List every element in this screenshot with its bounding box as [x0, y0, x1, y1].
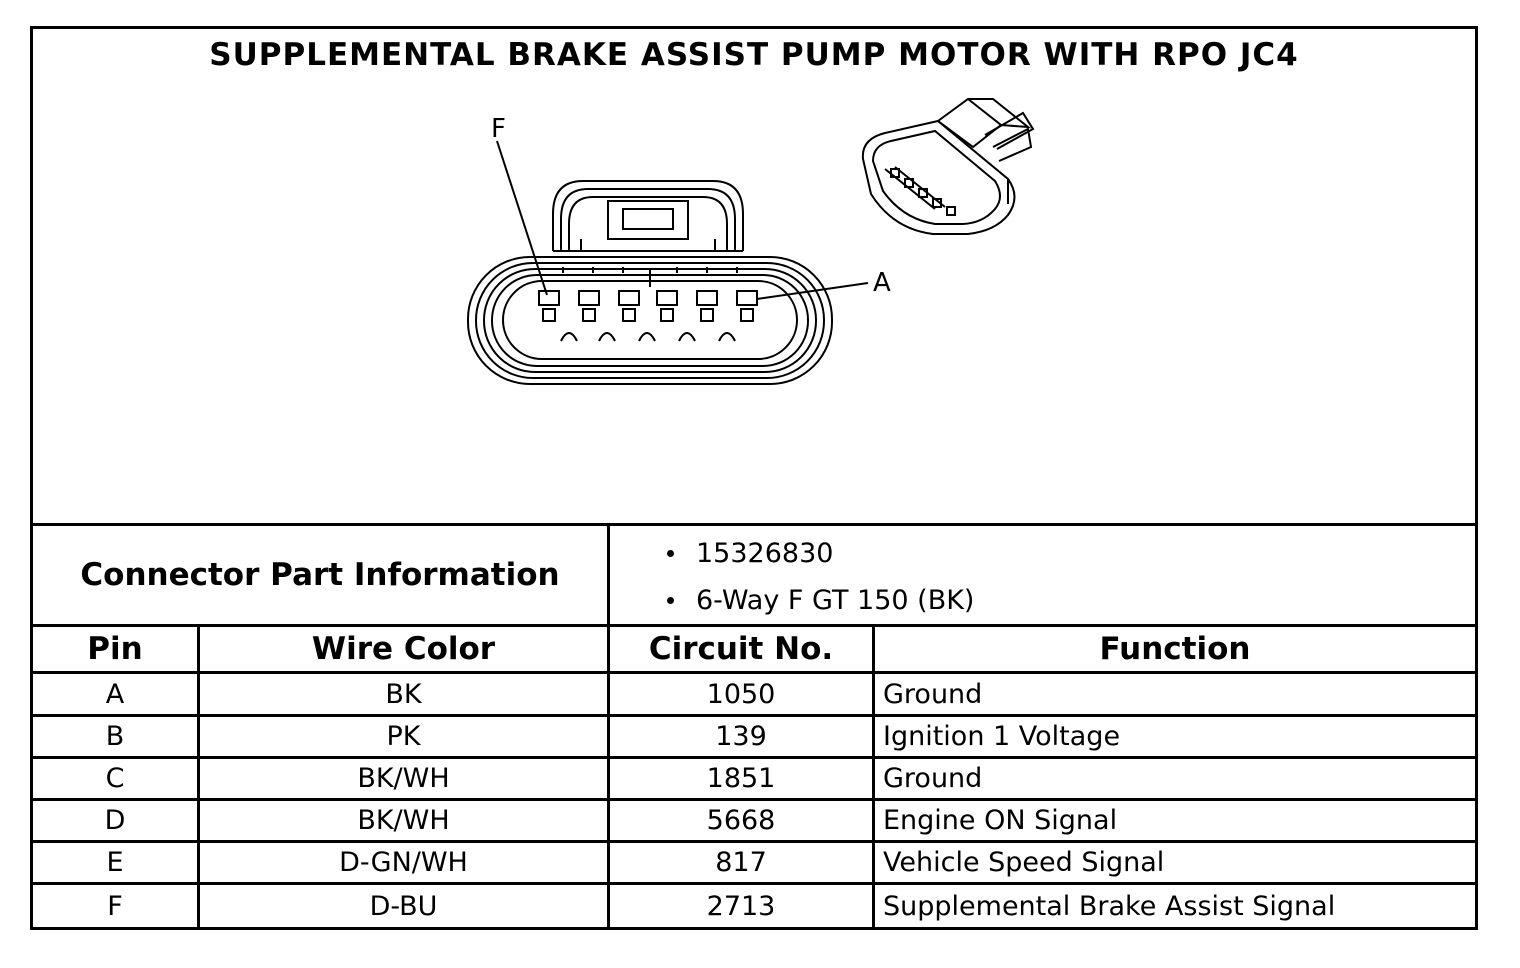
divider — [33, 714, 1475, 717]
wire-color-cell: D-GN/WH — [339, 847, 468, 878]
divider — [607, 523, 610, 927]
pin-cavities — [538, 290, 758, 322]
pin-cell: A — [105, 678, 125, 710]
connector-iso-view — [861, 97, 1035, 235]
divider — [33, 523, 1475, 526]
divider — [33, 798, 1475, 801]
connector-outer-shell — [467, 256, 833, 385]
divider — [33, 756, 1475, 759]
header-circuit-no: Circuit No. — [648, 631, 834, 667]
divider — [33, 840, 1475, 843]
pin-cell: B — [105, 721, 125, 752]
circuit-cell: 2713 — [706, 890, 776, 922]
pin-cell: E — [106, 847, 124, 878]
circuit-cell: 139 — [715, 721, 767, 752]
function-cell: Ground — [883, 678, 983, 710]
header-wire-color: Wire Color — [311, 631, 496, 667]
divider — [197, 624, 200, 927]
circuit-cell: 1050 — [706, 678, 776, 710]
bullet-icon — [667, 596, 674, 604]
pin-a-label: A — [873, 268, 891, 298]
divider — [33, 882, 1475, 885]
wire-color-cell: PK — [386, 721, 421, 752]
pin-cell: C — [105, 763, 125, 794]
pin-f-label: F — [491, 114, 506, 144]
circuit-cell: 5668 — [706, 805, 776, 836]
divider — [872, 624, 875, 927]
bullet-icon — [667, 549, 674, 557]
function-cell: Vehicle Speed Signal — [883, 847, 1165, 878]
function-cell: Ignition 1 Voltage — [883, 721, 1121, 752]
header-function: Function — [1099, 631, 1251, 667]
connector-sheet: SUPPLEMENTAL BRAKE ASSIST PUMP MOTOR WIT… — [30, 26, 1478, 930]
connector-part-info-label: Connector Part Information — [80, 557, 560, 593]
pin-cell: D — [104, 805, 126, 836]
pin-f-leader — [496, 140, 548, 296]
wire-color-cell: D-BU — [369, 890, 438, 922]
function-cell: Engine ON Signal — [883, 805, 1118, 836]
pin-cell: F — [107, 890, 123, 922]
sheet-title: SUPPLEMENTAL BRAKE ASSIST PUMP MOTOR WIT… — [209, 37, 1299, 73]
connector-diagram: F A — [467, 97, 1035, 385]
divider — [33, 671, 1475, 674]
circuit-cell: 817 — [715, 847, 767, 878]
function-cell: Supplemental Brake Assist Signal — [883, 890, 1336, 922]
function-cell: Ground — [883, 763, 983, 794]
wire-color-cell: BK/WH — [357, 763, 450, 794]
pin-a-leader — [756, 282, 869, 300]
part-number-item: 15326830 — [663, 535, 833, 571]
connector-description-item: 6-Way F GT 150 (BK) — [663, 582, 974, 618]
divider — [33, 624, 1475, 627]
wire-color-cell: BK — [385, 678, 422, 710]
circuit-cell: 1851 — [706, 763, 776, 794]
header-pin: Pin — [87, 631, 143, 667]
wire-color-cell: BK/WH — [357, 805, 450, 836]
connector-latch — [552, 180, 744, 251]
